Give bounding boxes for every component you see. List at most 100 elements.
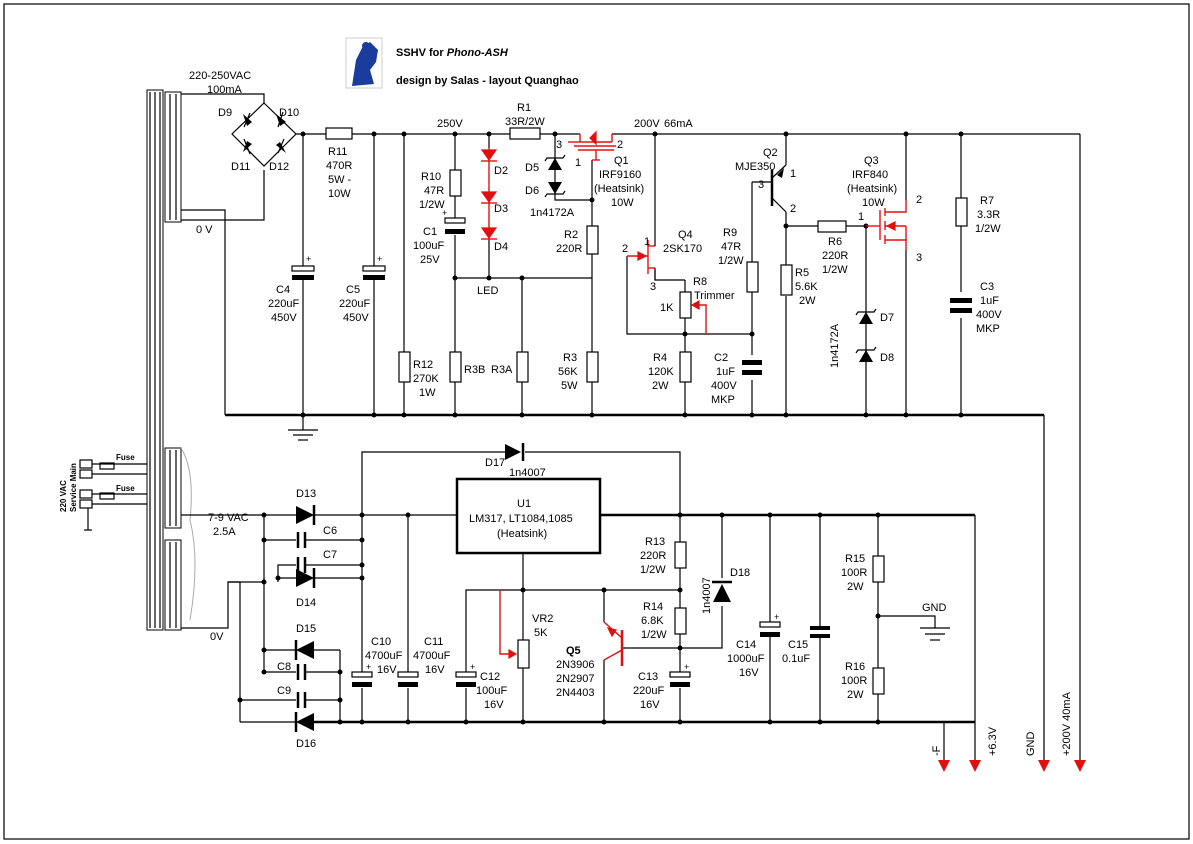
- label-transformer-current: 100mA: [207, 84, 243, 96]
- jfet-q4: [627, 230, 656, 280]
- label-r14-value: 6.8K: [641, 615, 664, 627]
- mosfet-q3: [866, 200, 907, 250]
- label-c11-name: C11: [424, 636, 443, 648]
- diode-d14: [296, 568, 316, 588]
- label-c14-voltage: 16V: [739, 667, 759, 679]
- svg-text:+: +: [774, 612, 779, 622]
- label-d11: D11: [231, 161, 250, 173]
- label-q1-pin1: 1: [575, 157, 581, 169]
- label-u1-name: U1: [517, 498, 531, 510]
- label-r3-value: 56K: [558, 366, 578, 378]
- label-d10: D10: [279, 107, 299, 119]
- label-c2-voltage: 400V: [711, 380, 737, 392]
- label-c13-value: 220uF: [633, 685, 664, 697]
- r7-resistor: [955, 197, 968, 227]
- label-c2-type: MKP: [711, 394, 735, 406]
- label-d18-name: D18: [730, 567, 750, 579]
- label-r15-value: 100R: [841, 567, 867, 579]
- label-d4: D4: [494, 241, 508, 253]
- label-d12: D12: [269, 161, 289, 173]
- cap-c14: +: [759, 612, 781, 637]
- label-d18-part: 1n4007: [701, 577, 713, 614]
- label-q1-name: Q1: [614, 155, 629, 167]
- label-r15-name: R15: [845, 553, 865, 565]
- cap-c15: [810, 626, 830, 638]
- r4-resistor: [679, 351, 692, 383]
- r12-resistor: [398, 351, 411, 383]
- label-r13-name: R13: [645, 536, 665, 548]
- lv-wiring: [181, 451, 976, 760]
- label-q1-heatsink: (Heatsink): [594, 183, 644, 195]
- label-d7d8-part: 1n4172A: [829, 323, 841, 368]
- label-0v-bottom: 0V: [210, 631, 224, 643]
- hv-wiring: [181, 93, 1081, 760]
- svg-text:+: +: [366, 662, 371, 672]
- label-r4-power: 2W: [652, 380, 669, 392]
- label-fuse-1: Fuse: [116, 453, 135, 462]
- label-led: LED: [477, 285, 498, 297]
- label-c5-name: C5: [346, 284, 360, 296]
- label-c12-value: 100uF: [476, 685, 507, 697]
- label-d5: D5: [525, 162, 539, 174]
- label-r2-value: 220R: [556, 243, 582, 255]
- label-c3-type: MKP: [976, 323, 1000, 335]
- label-vr2-name: VR2: [532, 613, 553, 625]
- diode-d17: [505, 443, 525, 461]
- svg-text:+: +: [306, 254, 311, 264]
- label-q3-name: Q3: [864, 155, 879, 167]
- cap-c12: +: [455, 662, 477, 687]
- label-r5-value: 5.6K: [795, 281, 818, 293]
- cap-c9: [296, 692, 307, 708]
- diode-d15: [294, 640, 314, 660]
- label-c4-name: C4: [276, 284, 290, 296]
- r1-resistor: [509, 127, 541, 140]
- r8-trimmer: [679, 291, 692, 319]
- label-r2-name: R2: [564, 229, 578, 241]
- label-c3-value: 1uF: [980, 295, 999, 307]
- r9-resistor: [746, 261, 759, 293]
- svg-text:+: +: [377, 254, 382, 264]
- title-line1: SSHV for Phono-ASH: [396, 47, 509, 59]
- label-r12-value: 270K: [413, 373, 439, 385]
- r16-resistor: [872, 667, 885, 695]
- bridge-d12: [276, 138, 286, 154]
- label-q2-name: Q2: [763, 147, 778, 159]
- label-r4-value: 120K: [648, 366, 674, 378]
- cap-c10: +: [351, 662, 373, 687]
- regulator-u1: [455, 477, 602, 555]
- c5-capacitor: +: [362, 254, 386, 280]
- label-r4-name: R4: [653, 352, 667, 364]
- label-lv-voltage: 7-9 VAC: [208, 512, 249, 524]
- lv-junctions: [237, 512, 881, 725]
- label-q1-pin3: 3: [556, 139, 562, 151]
- led-d2: [480, 148, 498, 190]
- label-c14-value: 1000uF: [727, 653, 765, 665]
- label-node-250v: 250V: [437, 118, 463, 130]
- label-d6: D6: [525, 185, 539, 197]
- r11-resistor: [325, 127, 353, 140]
- label-c4-value: 220uF: [268, 298, 299, 310]
- label-d17-name: D17: [485, 457, 505, 469]
- label-c12-name: C12: [480, 671, 500, 683]
- label-r5-power: 2W: [799, 295, 816, 307]
- label-r14-name: R14: [643, 601, 663, 613]
- label-c14-name: C14: [736, 639, 756, 651]
- label-r9-name: R9: [723, 227, 737, 239]
- label-q3-power: 10W: [862, 197, 885, 209]
- r3-resistor: [586, 351, 599, 383]
- label-c2-value: 1uF: [716, 366, 735, 378]
- zener-d8: [855, 346, 877, 362]
- label-c13-name: C13: [638, 671, 658, 683]
- mosfet-q1: [568, 130, 616, 161]
- label-q3-pin3: 3: [916, 252, 922, 264]
- label-u1-part: LM317, LT1084,1085: [469, 513, 573, 525]
- label-c5-voltage: 450V: [343, 312, 369, 324]
- label-r8-type: Trimmer: [694, 290, 735, 302]
- label-c6: C6: [323, 525, 337, 537]
- label-r13-power: 1/2W: [640, 564, 666, 576]
- label-q5-name: Q5: [566, 645, 581, 657]
- label-c1-voltage: 25V: [420, 254, 440, 266]
- r14-resistor: [674, 607, 687, 635]
- label-c2-name: C2: [714, 352, 728, 364]
